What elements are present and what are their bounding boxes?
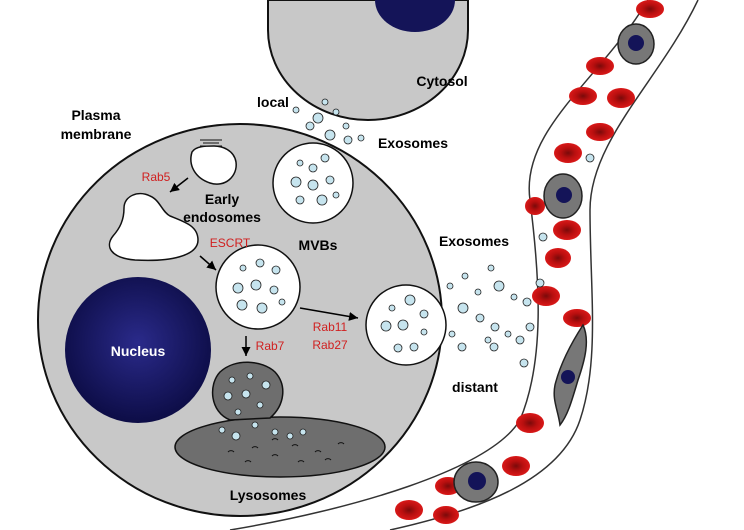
- nucleus-label: Nucleus: [111, 343, 166, 359]
- red-blood-cell: [586, 57, 614, 75]
- rab5-label: Rab5: [142, 170, 171, 184]
- mvb-right: [365, 284, 447, 366]
- early-endosomes-label-line1: Early: [205, 191, 239, 207]
- blood-vessel: [229, 0, 699, 530]
- red-blood-cell: [502, 456, 530, 476]
- red-blood-cell: [516, 413, 544, 433]
- red-blood-cell: [607, 88, 635, 108]
- red-blood-cell: [532, 286, 560, 306]
- escrt-label: ESCRT: [210, 236, 251, 250]
- red-blood-cell: [525, 197, 545, 215]
- early-endosomes-label-line2: endosomes: [183, 209, 261, 225]
- exosomes-right-label: Exosomes: [439, 233, 509, 249]
- cytosol-label: Cytosol: [416, 73, 467, 89]
- exosomes-top-label: Exosomes: [378, 135, 448, 151]
- local-label: local: [257, 94, 289, 110]
- red-blood-cell: [569, 87, 597, 105]
- arrows: [169, 177, 359, 356]
- neighbor-cell: [267, 0, 469, 121]
- rab7-label: Rab7: [256, 339, 285, 353]
- plasma-membrane-label-line2: membrane: [61, 126, 132, 142]
- lysosomes: [174, 361, 386, 478]
- red-blood-cell: [636, 0, 664, 18]
- mvbs-label: MVBs: [299, 237, 338, 253]
- mvb-top: [272, 142, 354, 224]
- lysosomes-label: Lysosomes: [230, 487, 307, 503]
- red-blood-cell: [395, 500, 423, 520]
- rab11-label: Rab11: [313, 320, 348, 334]
- distant-exosomes: [446, 153, 595, 368]
- red-blood-cell: [586, 123, 614, 141]
- local-exosomes: [292, 98, 365, 145]
- red-blood-cell: [433, 506, 459, 524]
- rab27-label: Rab27: [312, 338, 348, 352]
- early-endosomes: [108, 139, 237, 262]
- white-blood-cells: [453, 23, 655, 503]
- red-blood-cell: [553, 220, 581, 240]
- red-blood-cell: [545, 248, 571, 268]
- red-blood-cell: [554, 143, 582, 163]
- red-blood-cell: [563, 309, 591, 327]
- mvb-center: [215, 244, 301, 330]
- plasma-membrane-label-line1: Plasma: [71, 107, 120, 123]
- nucleus: [65, 277, 211, 423]
- distant-label: distant: [452, 379, 498, 395]
